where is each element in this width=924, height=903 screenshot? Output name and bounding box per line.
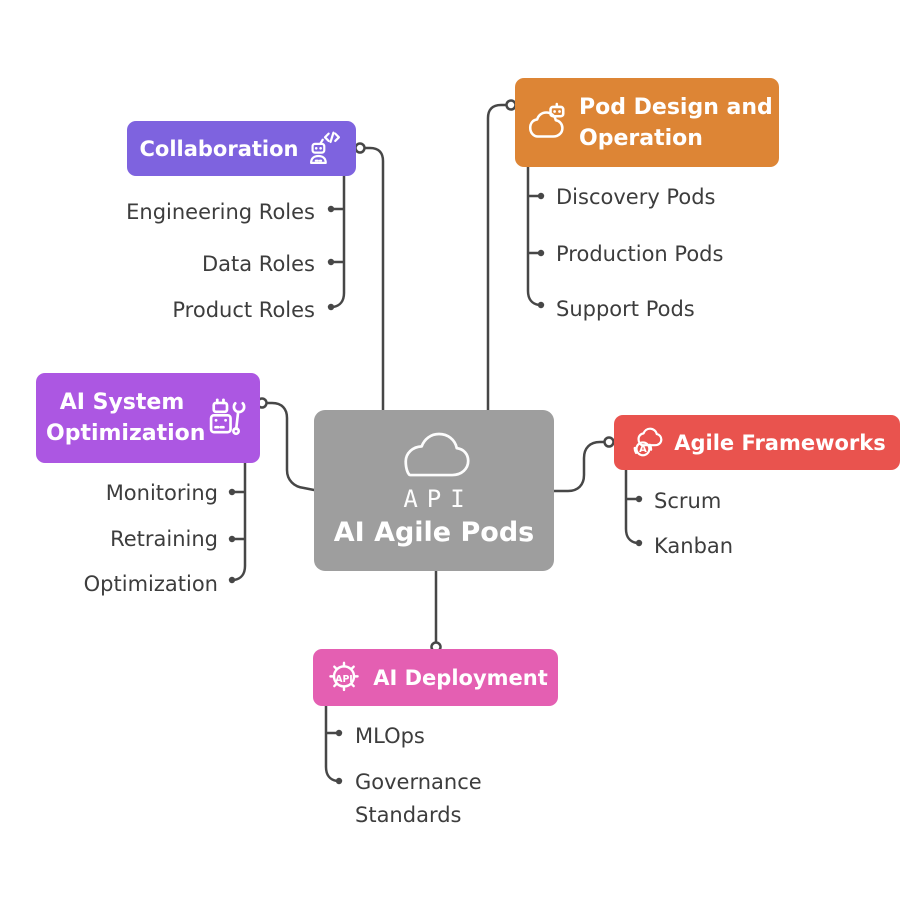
icon-letter: A <box>639 444 647 455</box>
cloud-icon <box>404 432 470 477</box>
gear-api-icon: API <box>329 661 360 691</box>
edge-dot <box>537 301 545 309</box>
edge-dot <box>228 535 236 543</box>
edge-dot <box>537 192 545 200</box>
child-scrum: Scrum <box>654 489 722 513</box>
edge-dot <box>537 249 545 257</box>
edge-dot <box>635 539 643 547</box>
edge-dot <box>327 258 335 266</box>
node-label: AI System Optimization <box>46 390 206 446</box>
edge-poddesign-root <box>486 103 507 412</box>
icon-letters: API <box>335 674 353 685</box>
edge-aisys-children <box>232 461 247 582</box>
edge-poddesign-children <box>526 165 541 307</box>
edge-deploy-children <box>324 704 339 783</box>
edge-dot <box>335 729 343 737</box>
child-monitoring: Monitoring <box>105 481 218 505</box>
robot-code-icon <box>309 131 340 164</box>
node-ai-deployment: API AI Deployment <box>313 649 558 706</box>
node-collaboration: Collaboration <box>127 121 356 176</box>
edge-collab-children <box>331 173 346 309</box>
child-product-roles: Product Roles <box>172 298 315 322</box>
child-support-pods: Support Pods <box>556 297 695 321</box>
edge-collaboration-root <box>364 146 385 412</box>
edge-dot <box>228 576 236 584</box>
edge-anchor <box>603 436 615 448</box>
child-optimization: Optimization <box>83 572 218 596</box>
edge-dot <box>327 303 335 311</box>
cloud-robot-icon <box>528 102 565 138</box>
edge-dot <box>635 495 643 503</box>
node-label: Pod Design and Operation <box>579 94 773 151</box>
child-mlops: MLOps <box>355 724 425 748</box>
edge-anchor <box>354 142 366 154</box>
robot-wrench-icon <box>209 398 246 436</box>
api-text: API <box>403 485 474 513</box>
node-label: Collaboration <box>139 136 299 161</box>
child-kanban: Kanban <box>654 534 734 558</box>
edge-dot <box>228 488 236 496</box>
edge-agile-children <box>624 468 639 545</box>
node-agile-frameworks: A Agile Frameworks <box>614 415 900 470</box>
node-label: Agile Frameworks <box>674 430 886 455</box>
edge-dot <box>327 205 335 213</box>
child-retraining: Retraining <box>110 527 218 551</box>
edge-aisys-root <box>266 401 316 492</box>
edge-dot <box>335 777 343 785</box>
node-ai-system-optimization: AI System Optimization <box>36 373 260 463</box>
child-production-pods: Production Pods <box>556 242 724 266</box>
child-discovery-pods: Discovery Pods <box>556 185 716 209</box>
child-governance-standards: Governance Standards <box>355 770 482 827</box>
node-pod-design-and-operation: Pod Design and Operation <box>515 78 779 167</box>
edge-agile-root <box>552 440 605 493</box>
cloud-sync-a-icon: A <box>633 427 663 456</box>
child-data-roles: Data Roles <box>201 252 315 276</box>
child-engineering-roles: Engineering Roles <box>126 200 315 224</box>
node-label: AI Deployment <box>373 665 548 690</box>
node-root-ai-agile-pods: API AI Agile Pods <box>314 410 554 571</box>
root-label: AI Agile Pods <box>333 517 535 548</box>
